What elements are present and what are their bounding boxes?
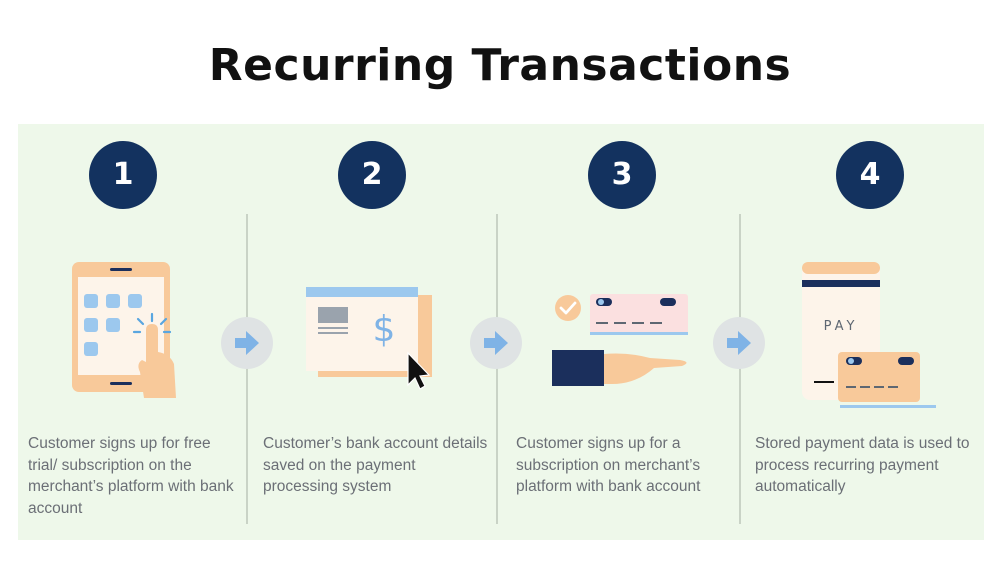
tablet-tap-icon (70, 260, 182, 402)
arrow-right-icon (470, 317, 522, 369)
card-in-hand-icon (550, 292, 692, 388)
svg-text:$: $ (373, 309, 396, 350)
step-2-description: Customer’s bank account details saved on… (263, 435, 488, 495)
page-title: Recurring Transactions (208, 40, 792, 91)
payment-system-window-icon: $ (304, 285, 432, 395)
step-2-number: 2 (338, 141, 406, 209)
step-divider (739, 214, 741, 524)
step-1-number: 1 (89, 141, 157, 209)
arrow-right-icon (221, 317, 273, 369)
step-divider (496, 214, 498, 524)
pay-phone-card-icon: PAY (800, 260, 940, 410)
step-3-number: 3 (588, 141, 656, 209)
pay-label: PAY (824, 319, 859, 334)
step-4-number: 4 (836, 141, 904, 209)
step-1-description: Customer signs up for free trial/ subscr… (28, 435, 234, 517)
step-4-description: Stored payment data is used to process r… (755, 435, 970, 495)
step-3-description: Customer signs up for a subscription on … (516, 435, 701, 495)
arrow-right-icon (713, 317, 765, 369)
step-divider (246, 214, 248, 524)
